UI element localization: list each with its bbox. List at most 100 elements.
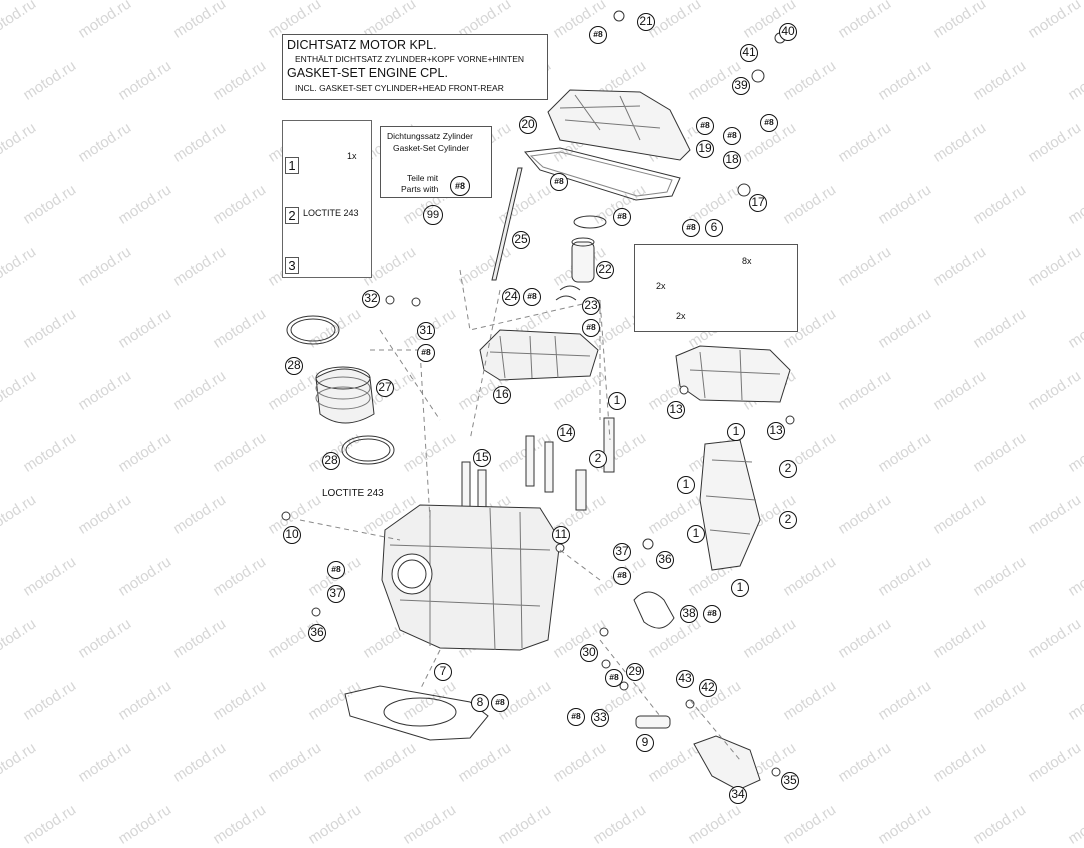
step-number: 3	[285, 257, 299, 274]
loctite-label: LOCTITE 243	[322, 488, 384, 499]
part-callout: 17	[749, 194, 767, 212]
part-callout: 37	[613, 543, 631, 561]
part-callout: 25	[512, 231, 530, 249]
header-title-en: GASKET-SET ENGINE CPL.	[287, 66, 448, 80]
kit-callout: #8	[523, 288, 541, 306]
part-callout: 32	[362, 290, 380, 308]
qty-label: 2x	[656, 281, 666, 291]
part-callout: 15	[473, 449, 491, 467]
part-callout: 16	[493, 386, 511, 404]
part-callout: 27	[376, 379, 394, 397]
part-callout: 35	[781, 772, 799, 790]
kit-callout: #8	[327, 561, 345, 579]
kit-parts-en: Parts with	[401, 184, 439, 194]
kit-line-de: Dichtungssatz Zylinder	[387, 131, 473, 141]
part-callout: 21	[637, 13, 655, 31]
bucket-cup	[571, 241, 595, 283]
part-callout: 1	[731, 579, 749, 597]
step-number: 2	[285, 207, 299, 224]
kit-callout: #8	[613, 208, 631, 226]
part-callout: 20	[519, 116, 537, 134]
valve-guides	[461, 417, 615, 521]
part-callout: 36	[308, 624, 326, 642]
gasket-set-info-box: DICHTSATZ MOTOR KPL. ENTHÄLT DICHTSATZ Z…	[282, 34, 548, 100]
part-callout: 40	[779, 23, 797, 41]
valve-cover-gasket	[524, 147, 681, 201]
part-callout: 8	[471, 694, 489, 712]
quantity-note: 1x	[347, 151, 357, 161]
long-bolt	[491, 167, 523, 281]
kit-line-en: Gasket-Set Cylinder	[393, 143, 470, 153]
header-subtitle-de: ENTHÄLT DICHTSATZ ZYLINDER+KOPF VORNE+HI…	[295, 54, 525, 64]
oring-large	[573, 215, 607, 229]
part-callout: 6	[705, 219, 723, 237]
part-callout: 10	[283, 526, 301, 544]
chain-guide-set	[699, 439, 761, 571]
kit-callout: #8	[417, 344, 435, 362]
hose-clamp-top	[286, 315, 340, 345]
head-gasket	[344, 685, 489, 741]
part-callout: 1	[608, 392, 626, 410]
kit-callout: #8	[723, 127, 741, 145]
kit-number: 99	[423, 205, 443, 225]
part-callout: 41	[740, 44, 758, 62]
part-callout: 28	[285, 357, 303, 375]
kit-callout: #8	[696, 117, 714, 135]
part-callout: 2	[779, 460, 797, 478]
gasket-detail-box	[634, 244, 798, 332]
part-callout: 24	[502, 288, 520, 306]
step-number: 1	[285, 157, 299, 174]
qty-label: 8x	[742, 256, 752, 266]
oval-gasket	[633, 591, 675, 629]
part-callout: 18	[723, 151, 741, 169]
part-callout: 34	[729, 786, 747, 804]
part-callout: 11	[552, 526, 570, 544]
part-callout: 13	[767, 422, 785, 440]
part-callout: 22	[596, 261, 614, 279]
camshaft-assembly	[479, 329, 599, 381]
part-callout: 14	[557, 424, 575, 442]
intake-rubber	[315, 368, 375, 424]
kit-callout: #8	[760, 114, 778, 132]
kit-callout: #8	[582, 319, 600, 337]
kit-callout: #8	[682, 219, 700, 237]
qty-label: 2x	[676, 311, 686, 321]
part-callout: 42	[699, 679, 717, 697]
water-pipe	[635, 715, 671, 729]
cylinder-gasket-kit-box: Dichtungssatz Zylinder Gasket-Set Cylind…	[380, 126, 492, 198]
part-callout: 13	[667, 401, 685, 419]
assembly-instructions-box: 1 2 3 1x LOCTITE 243	[282, 120, 372, 278]
kit-parts-de: Teile mit	[407, 173, 439, 183]
parts-illustration	[281, 10, 795, 791]
part-callout: 29	[626, 663, 644, 681]
part-callout: 39	[732, 77, 750, 95]
water-housing	[693, 735, 761, 791]
part-callout: 9	[636, 734, 654, 752]
clips	[555, 285, 581, 301]
part-callout: 1	[727, 423, 745, 441]
kit-callout: #8	[567, 708, 585, 726]
part-callout: 19	[696, 140, 714, 158]
kit-callout: #8	[550, 173, 568, 191]
kit-callout: #8	[605, 669, 623, 687]
part-callout: 2	[779, 511, 797, 529]
header-title-de: DICHTSATZ MOTOR KPL.	[287, 38, 437, 52]
part-callout: 31	[417, 322, 435, 340]
hose-clamp-bottom	[341, 435, 395, 465]
kit-callout: #8	[589, 26, 607, 44]
part-callout: 33	[591, 709, 609, 727]
cylinder-head	[381, 504, 561, 651]
kit-callout: #8	[703, 605, 721, 623]
part-callout: 36	[656, 551, 674, 569]
gasket-bore	[383, 697, 457, 727]
header-subtitle-en: INCL. GASKET-SET CYLINDER+HEAD FRONT-REA…	[295, 83, 504, 93]
part-callout: 23	[582, 297, 600, 315]
part-callout: 1	[687, 525, 705, 543]
loctite-note: LOCTITE 243	[303, 208, 359, 218]
kit-callout: #8	[491, 694, 509, 712]
part-callout: 1	[677, 476, 695, 494]
part-callout: 2	[589, 450, 607, 468]
part-callout: 7	[434, 663, 452, 681]
part-callout: 28	[322, 452, 340, 470]
